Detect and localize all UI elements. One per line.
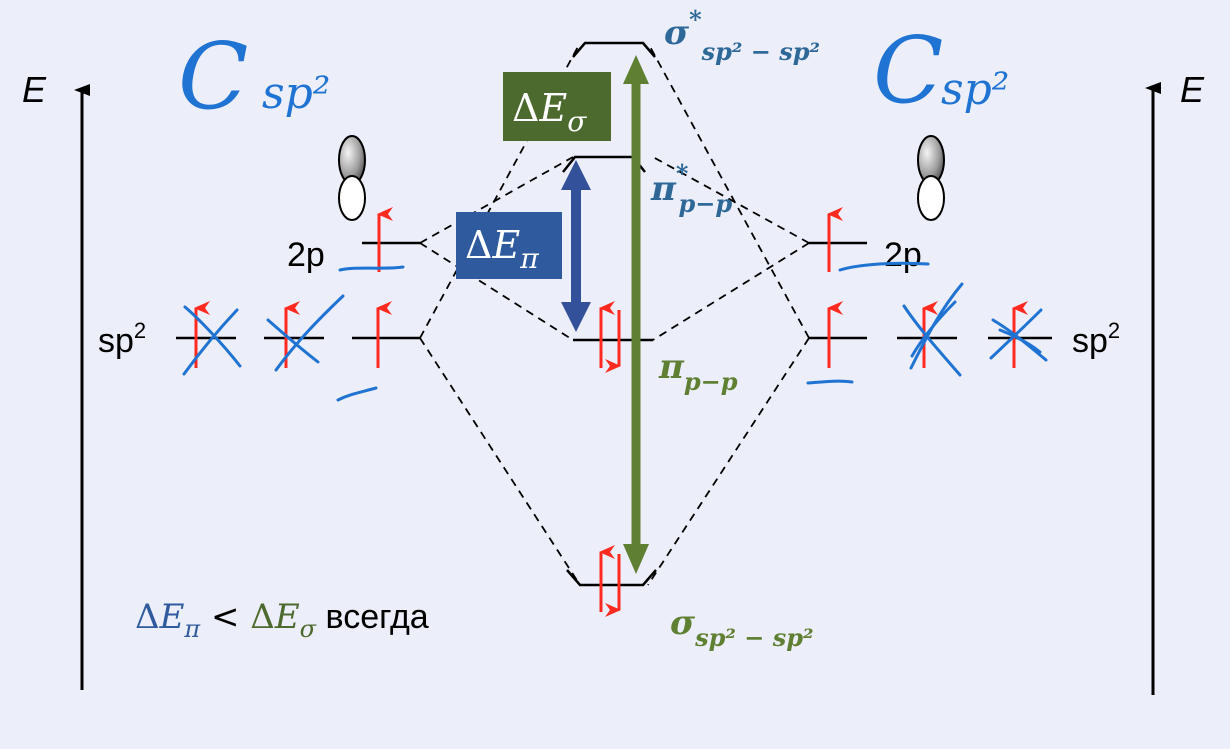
atom-left-letter: C: [178, 23, 248, 130]
delta-pi-label: ΔEπ: [465, 223, 539, 275]
delta-sigma-arrow: [623, 55, 649, 574]
atom-left-subscript: sp²: [262, 68, 330, 119]
right-sp2-label: sp2: [1072, 318, 1120, 360]
p-orbital-left-icon: [338, 135, 366, 221]
mo-sigma-star-level: [572, 41, 656, 58]
pi-star-label: π*p−p: [650, 159, 732, 218]
p-orbital-right-icon: [917, 135, 945, 221]
sigma-label: σsp² − sp²: [670, 603, 814, 652]
sigma-star-label: σ*sp² − sp²: [664, 5, 820, 66]
right-2p-level: [809, 207, 867, 272]
delta-sigma-box: ΔEσ: [503, 72, 611, 141]
atom-label-left: C sp²: [178, 23, 330, 130]
left-2p-level: [362, 207, 420, 272]
mo-sigma-level: [566, 545, 657, 617]
correlation-lines: [419, 42, 810, 586]
energy-axis-left-label: E: [22, 69, 47, 110]
right-2p-label: 2p: [884, 236, 922, 274]
atom-right-letter: C: [873, 17, 943, 124]
delta-pi-box: ΔEπ: [456, 212, 562, 279]
delta-sigma-label: ΔEσ: [512, 86, 587, 138]
atom-label-right: C sp²: [873, 17, 1009, 124]
energy-axis-right-label: E: [1180, 69, 1205, 110]
pi-label: πp−p: [658, 347, 738, 396]
atom-right-subscript: sp²: [941, 64, 1009, 115]
left-2p-label: 2p: [287, 236, 325, 274]
handwritten-annotations: [182, 261, 1048, 402]
delta-pi-arrow: [561, 160, 591, 332]
comparison-statement: ΔEπ < ΔEσ всегда: [135, 597, 429, 643]
mo-pi-level: [573, 301, 653, 373]
left-sp2-label: sp2: [98, 318, 146, 360]
